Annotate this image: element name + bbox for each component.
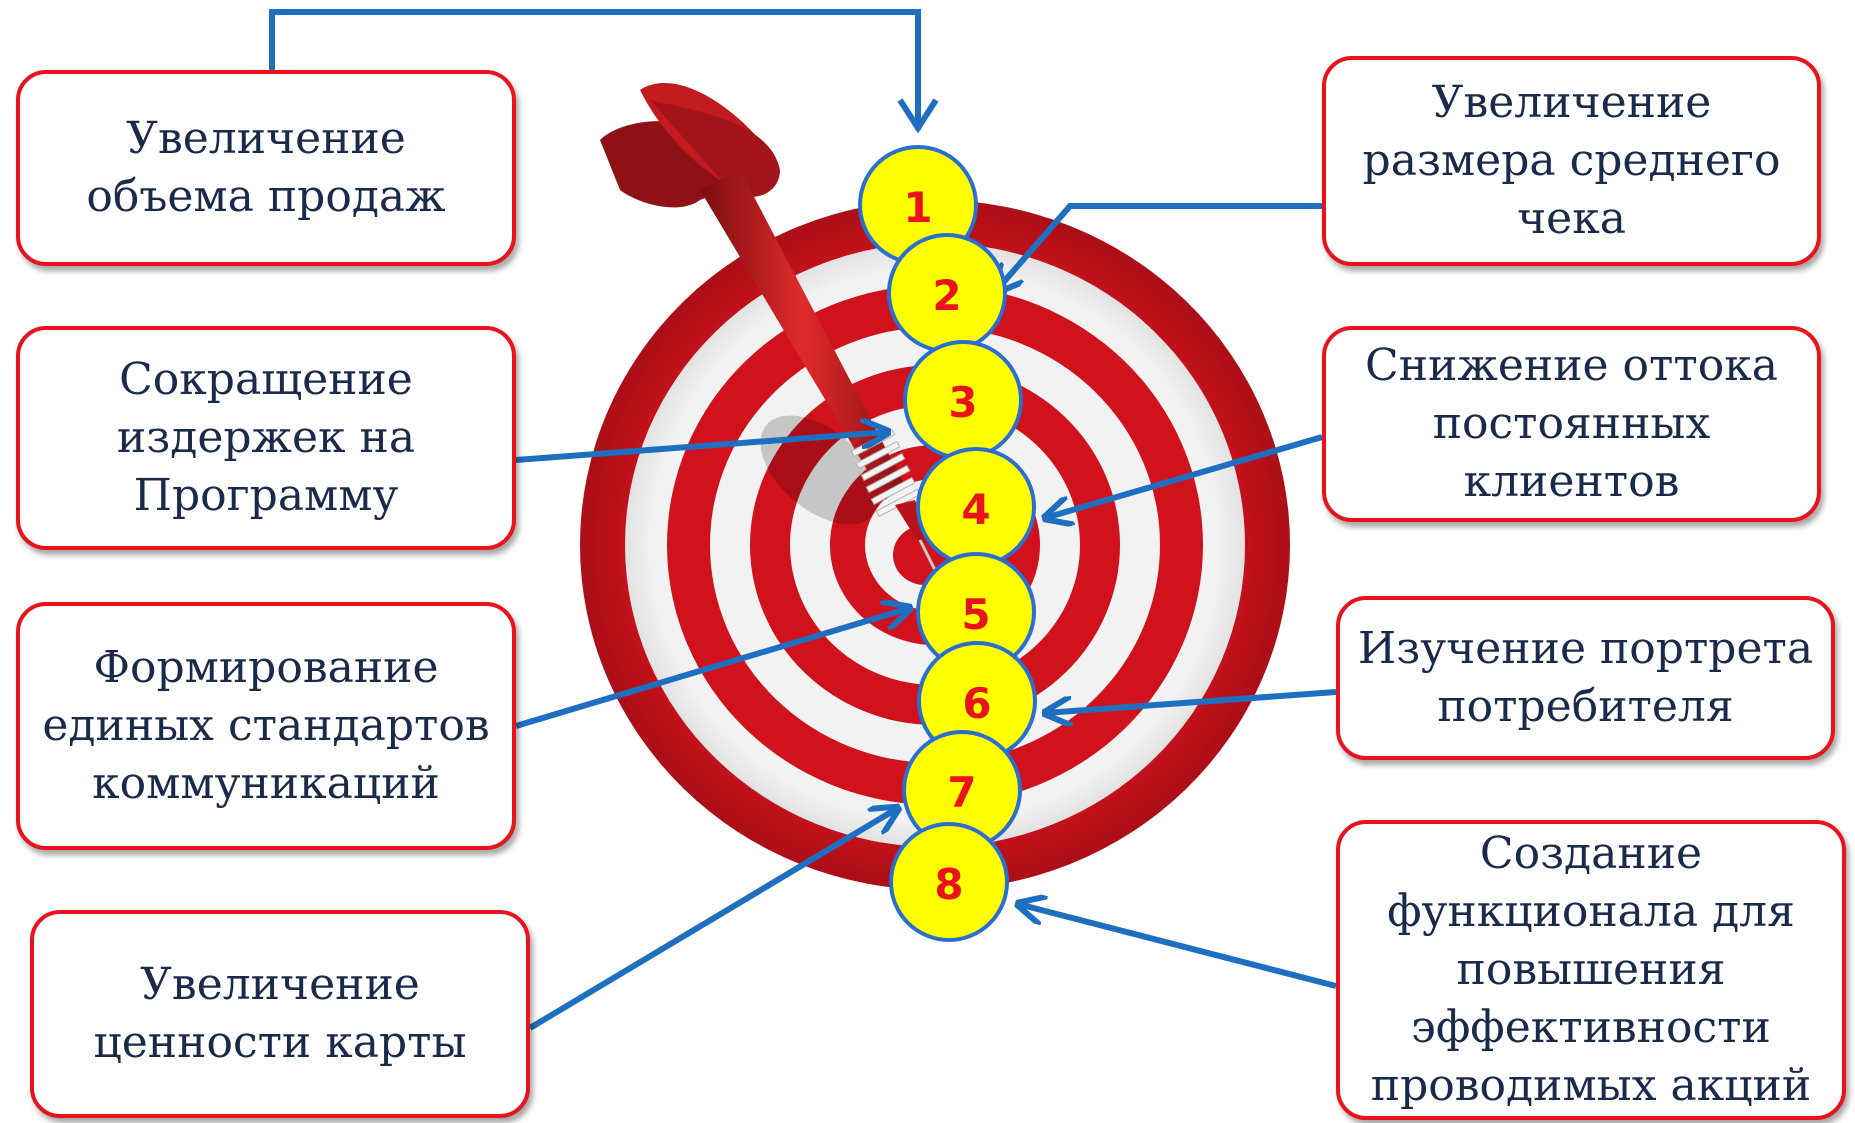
goal-box-4: Снижение оттока постоянных клиентов [1322, 326, 1821, 522]
goal-number-4: 4 [961, 485, 990, 534]
goal-text-5: Формирование единых стандартов коммуника… [42, 639, 489, 813]
goal-number-6: 6 [962, 679, 991, 728]
goal-number-7: 7 [947, 768, 976, 817]
goal-text-4: Снижение оттока постоянных клиентов [1365, 337, 1778, 511]
goal-circle-2: 2 [889, 235, 1005, 351]
goal-number-8: 8 [934, 860, 963, 909]
goal-box-1: Увеличение объема продаж [16, 70, 516, 266]
goal-number-2: 2 [932, 271, 961, 320]
goal-box-3: Сокращение издержек на Программу [16, 326, 516, 550]
goal-box-6: Изучение портрета потребителя [1336, 596, 1835, 760]
goal-circle-8: 8 [891, 824, 1007, 940]
connector-7 [530, 808, 898, 1028]
connector-8 [1018, 904, 1336, 986]
goal-text-8: Создание функционала для повышения эффек… [1371, 825, 1811, 1115]
goal-box-8: Создание функционала для повышения эффек… [1336, 820, 1846, 1120]
goal-text-7: Увеличение ценности карты [93, 956, 466, 1072]
goal-text-1: Увеличение объема продаж [86, 110, 445, 226]
goal-number-1: 1 [903, 183, 932, 232]
goal-text-6: Изучение портрета потребителя [1358, 620, 1813, 736]
goal-number-5: 5 [961, 590, 990, 639]
goal-circle-4: 4 [918, 449, 1034, 565]
goal-text-2: Увеличение размера среднего чека [1363, 74, 1781, 248]
goal-box-7: Увеличение ценности карты [30, 910, 530, 1118]
goal-text-3: Сокращение издержек на Программу [117, 351, 415, 525]
goal-box-5: Формирование единых стандартов коммуника… [16, 602, 516, 850]
goal-box-2: Увеличение размера среднего чека [1322, 56, 1821, 266]
goal-number-3: 3 [948, 378, 977, 427]
goal-circle-3: 3 [905, 342, 1021, 458]
